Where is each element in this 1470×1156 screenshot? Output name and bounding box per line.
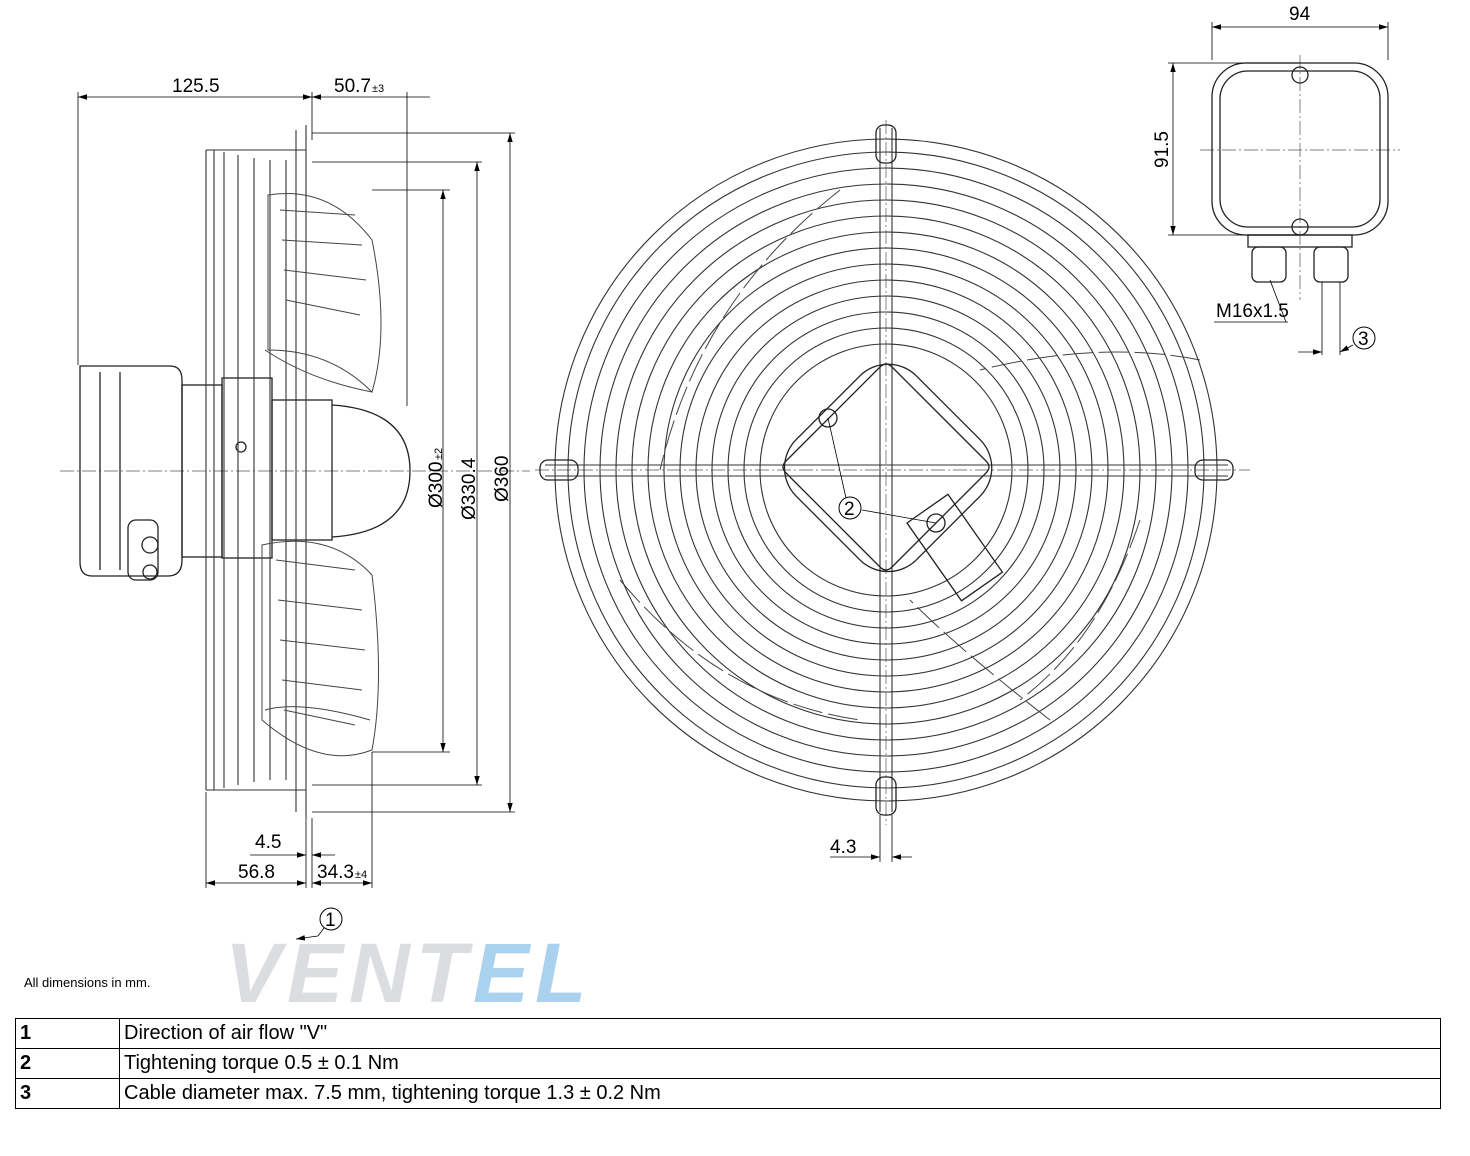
brand-watermark: VENTEL (225, 926, 593, 1020)
dim-grille-depth-tol: ±4 (355, 869, 367, 881)
callout-3: 3 (1358, 329, 1369, 350)
legend-text: Direction of air flow "V" (119, 1018, 1441, 1049)
dim-side-width: 125.5 (172, 76, 220, 97)
dim-flange: 4.5 (255, 832, 281, 853)
legend-row: 3 Cable diameter max. 7.5 mm, tightening… (15, 1078, 1441, 1109)
legend-key: 3 (15, 1078, 120, 1109)
dim-grille-depth: 34.3 (317, 862, 354, 883)
dim-thread: M16x1.5 (1216, 301, 1289, 322)
dim-side-offset: 50.7 (334, 76, 371, 97)
technical-drawing: 125.5 50.7 ±3 Ø300 ±2 Ø330.4 Ø360 4.5 56… (60, 4, 1400, 941)
terminal-box-view: 94 91.5 M16x1.5 3 (1152, 4, 1400, 355)
callout-2: 2 (844, 499, 855, 520)
front-view: 2 4.3 (535, 120, 1250, 862)
legend-key: 1 (15, 1018, 120, 1049)
dim-hole: 4.3 (830, 837, 856, 858)
side-view: 125.5 50.7 ±3 Ø300 ±2 Ø330.4 Ø360 4.5 56… (60, 76, 530, 941)
dim-box-width: 94 (1289, 4, 1311, 25)
dim-depth: 56.8 (238, 862, 275, 883)
dim-diameter-inner-tol: ±2 (433, 448, 445, 460)
legend-text: Tightening torque 0.5 ± 0.1 Nm (119, 1048, 1441, 1079)
legend-text: Cable diameter max. 7.5 mm, tightening t… (119, 1078, 1441, 1109)
dim-diameter-outer: Ø360 (492, 456, 513, 502)
legend-table: 1 Direction of air flow "V" 2 Tightening… (15, 1018, 1441, 1109)
dim-side-offset-tol: ±3 (372, 83, 384, 95)
units-note: All dimensions in mm. (24, 975, 151, 990)
dim-box-height: 91.5 (1152, 131, 1173, 168)
dim-diameter-inner: Ø300 (426, 462, 447, 508)
legend-key: 2 (15, 1048, 120, 1079)
dim-diameter-mid: Ø330.4 (459, 457, 480, 520)
callout-1: 1 (325, 910, 336, 931)
legend-row: 2 Tightening torque 0.5 ± 0.1 Nm (15, 1048, 1441, 1079)
legend-row: 1 Direction of air flow "V" (15, 1018, 1441, 1049)
